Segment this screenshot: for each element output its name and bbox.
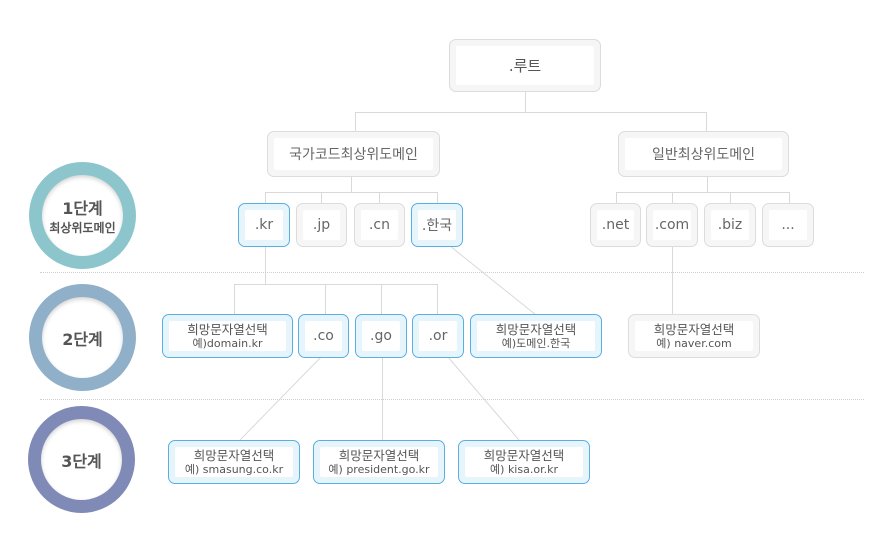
tld-biz-label: .biz	[717, 217, 743, 233]
hangul-choice-title: 희망문자열선택	[495, 321, 577, 337]
hangul-choice-node[interactable]: 희망문자열선택 예)도메인.한국	[470, 314, 602, 358]
hangul-to-choice-line	[449, 245, 537, 316]
tld-hangul-node[interactable]: .한국	[411, 203, 463, 247]
tld-cn-label: .cn	[368, 217, 391, 233]
tld-jp-label: .jp	[312, 217, 331, 233]
tld-more-label: ...	[781, 217, 795, 233]
separator-stage-2-3	[40, 399, 864, 400]
com-choice-example: 예) naver.com	[656, 336, 732, 350]
tld-jp-node[interactable]: .jp	[296, 203, 347, 247]
sld-co-label: .co	[313, 328, 334, 344]
com-drop	[672, 192, 673, 204]
com-choice-title: 희망문자열선택	[653, 321, 735, 337]
sld-or-node[interactable]: .or	[412, 314, 464, 358]
tld-hangul-label: .한국	[421, 218, 453, 234]
stage-3-badge: 3단계	[28, 406, 135, 513]
com-stem	[672, 246, 673, 315]
generic-drop	[706, 112, 707, 132]
country-code-tld-node[interactable]: 국가코드최상위도메인	[267, 131, 440, 177]
sld-co-node[interactable]: .co	[298, 314, 349, 358]
stage-2-badge: 2단계	[29, 284, 136, 391]
co-drop	[325, 284, 326, 315]
stage-1-badge: 1단계 최상위도메인	[29, 162, 136, 269]
generic-tld-label: 일반최상위도메인	[651, 147, 756, 163]
tld-net-node[interactable]: .net	[590, 203, 641, 247]
kr-choice-example: 예)domain.kr	[192, 336, 263, 350]
more-drop	[789, 192, 790, 204]
stage-1-sublabel: 최상위도메인	[49, 221, 116, 235]
or-drop	[437, 284, 438, 315]
stage-1-label: 1단계	[62, 199, 103, 218]
kr-choice-title: 희망문자열선택	[187, 321, 268, 337]
go-choice-example: 예) president.go.kr	[328, 462, 430, 476]
kr-drop	[265, 192, 266, 204]
stage-2-label: 2단계	[62, 329, 103, 349]
root-bar	[355, 112, 707, 113]
tld-biz-node[interactable]: .biz	[704, 203, 756, 247]
cn-drop	[379, 192, 380, 204]
country-drop	[355, 112, 356, 132]
generic-bar	[616, 192, 790, 193]
go-choice-title: 희망문자열선택	[338, 447, 420, 463]
co-choice-example: 예) smasung.co.kr	[184, 462, 284, 476]
kr-choice-node[interactable]: 희망문자열선택 예)domain.kr	[162, 314, 293, 358]
sld-go-label: .go	[370, 328, 392, 344]
stage-3-label: 3단계	[61, 451, 102, 471]
go-drop	[381, 284, 382, 315]
biz-drop	[730, 192, 731, 204]
or-to-third-line	[447, 356, 520, 441]
tld-more-node[interactable]: ...	[762, 203, 814, 247]
co-choice-node[interactable]: 희망문자열선택 예) smasung.co.kr	[168, 440, 300, 484]
generic-stem	[707, 176, 708, 192]
sld-go-node[interactable]: .go	[355, 314, 407, 358]
tld-cn-node[interactable]: .cn	[354, 203, 405, 247]
go-choice-node[interactable]: 희망문자열선택 예) president.go.kr	[313, 440, 445, 484]
generic-tld-node[interactable]: 일반최상위도메인	[618, 131, 789, 177]
hangul-drop	[437, 192, 438, 204]
hangul-choice-example: 예)도메인.한국	[501, 336, 571, 350]
co-choice-title: 희망문자열선택	[193, 447, 275, 463]
sld-or-label: .or	[428, 328, 448, 344]
tld-net-label: .net	[601, 217, 630, 233]
tld-com-node[interactable]: .com	[646, 203, 698, 247]
country-stem	[351, 176, 352, 192]
go-stem	[382, 357, 383, 440]
country-code-tld-label: 국가코드최상위도메인	[289, 147, 418, 163]
root-label: .루트	[508, 57, 542, 75]
separator-stage-1-2	[40, 272, 864, 273]
kr-stem	[265, 246, 266, 284]
kr-choice-drop	[234, 284, 235, 315]
tld-com-label: .com	[654, 217, 690, 233]
root-stem	[525, 91, 526, 112]
co-to-third-line	[239, 356, 322, 441]
or-choice-example: 예) kisa.or.kr	[490, 462, 558, 476]
or-choice-title: 희망문자열선택	[483, 447, 565, 463]
com-choice-node[interactable]: 희망문자열선택 예) naver.com	[628, 314, 760, 358]
kr-bar	[234, 284, 438, 285]
net-drop	[616, 192, 617, 204]
or-choice-node[interactable]: 희망문자열선택 예) kisa.or.kr	[458, 440, 590, 484]
root-node[interactable]: .루트	[449, 39, 601, 92]
tld-kr-node[interactable]: .kr	[238, 203, 290, 247]
jp-drop	[321, 192, 322, 204]
country-bar	[265, 192, 438, 193]
tld-kr-label: .kr	[254, 217, 274, 233]
